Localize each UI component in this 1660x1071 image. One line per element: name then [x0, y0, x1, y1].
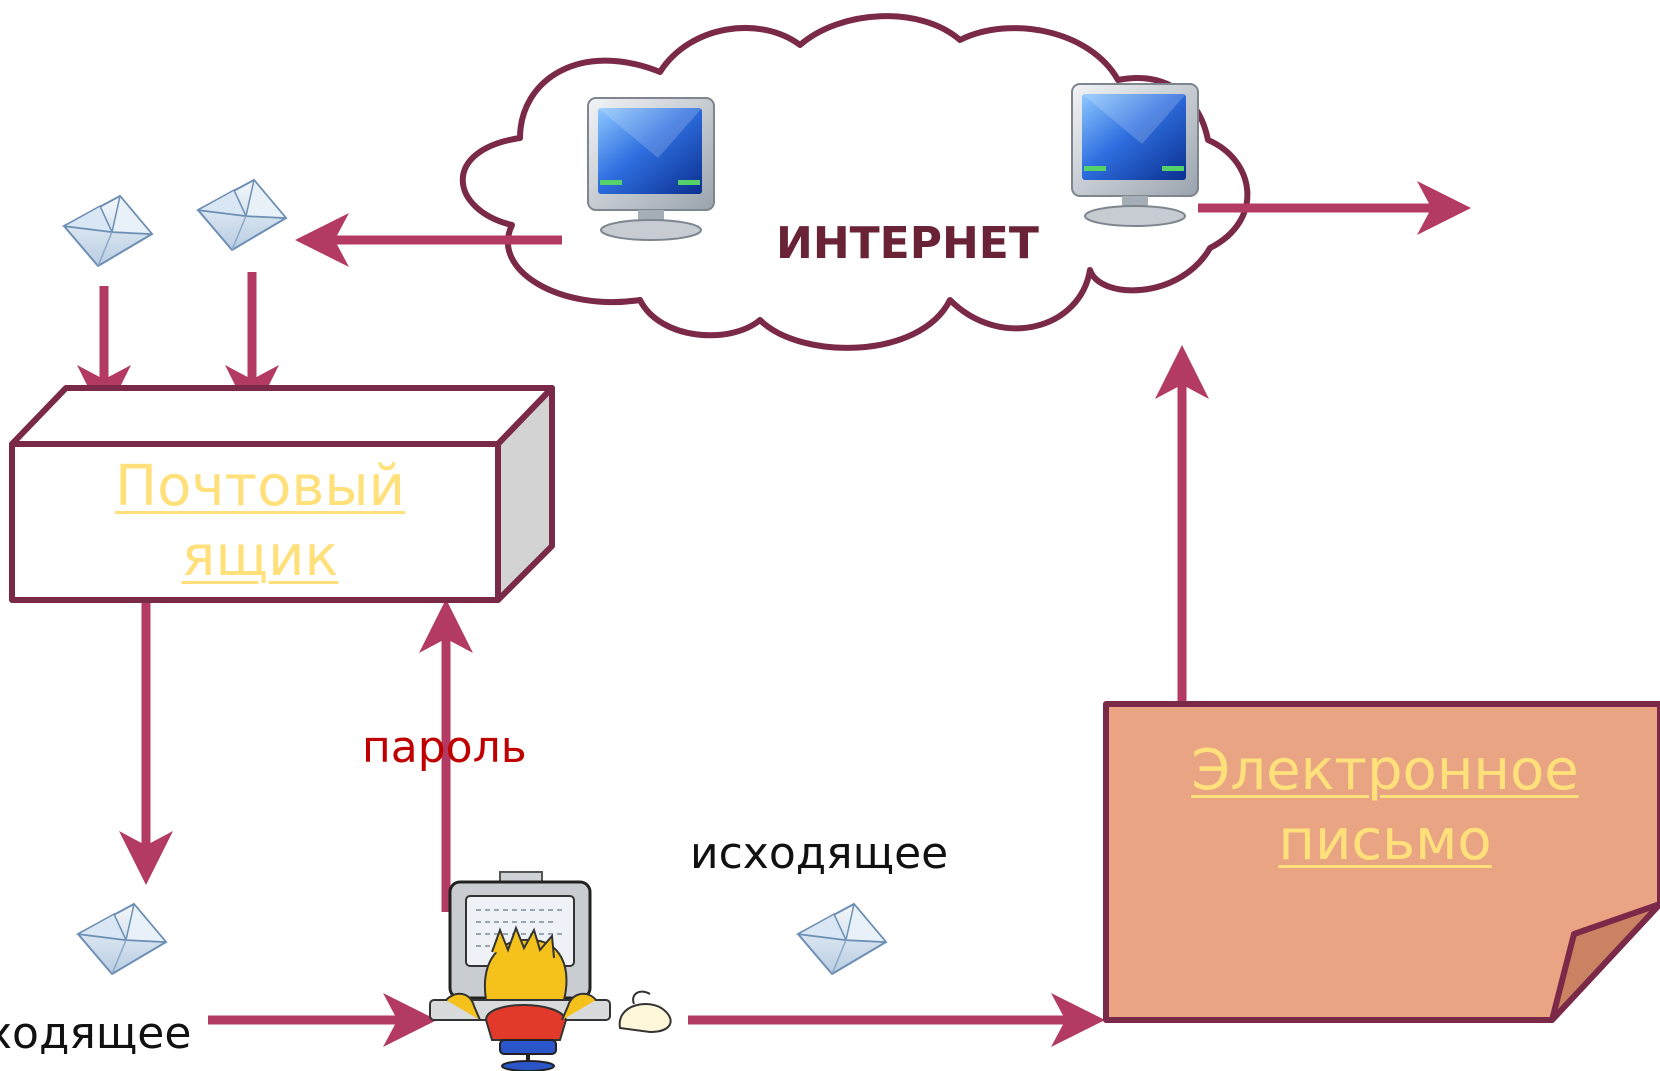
- internet-label: ИНТЕРНЕТ: [776, 218, 1039, 269]
- envelope-icon: [797, 903, 887, 975]
- email-link[interactable]: Электронное письмо: [1191, 738, 1579, 873]
- mailbox-box: [9, 385, 555, 603]
- user-at-computer-icon: [429, 871, 672, 1071]
- password-label: пароль: [362, 722, 527, 773]
- outgoing-label: исходящее: [690, 828, 949, 879]
- incoming-label: ходящее: [0, 1008, 192, 1059]
- mailbox-link[interactable]: Почтовый ящик: [115, 454, 405, 589]
- envelope-icon: [77, 903, 167, 975]
- email-note: [1103, 701, 1660, 1023]
- envelope-icon: [197, 179, 287, 251]
- envelope-icon: [63, 195, 153, 267]
